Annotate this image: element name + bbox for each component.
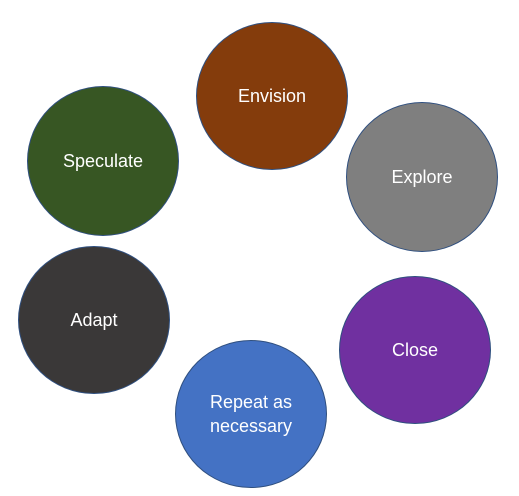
speculate-circle: Speculate [27,86,179,236]
repeat-as-necessary-label: Repeat as necessary [209,391,293,436]
speculate-label: Speculate [62,150,144,171]
adapt-label: Adapt [70,309,118,330]
close-circle: Close [339,276,491,424]
envision-label: Envision [237,85,307,106]
repeat-as-necessary-circle: Repeat as necessary [175,340,327,488]
close-label: Close [391,339,439,360]
envision-circle: Envision [196,22,348,170]
explore-label: Explore [391,166,453,187]
adapt-circle: Adapt [18,246,170,394]
explore-circle: Explore [346,102,498,252]
